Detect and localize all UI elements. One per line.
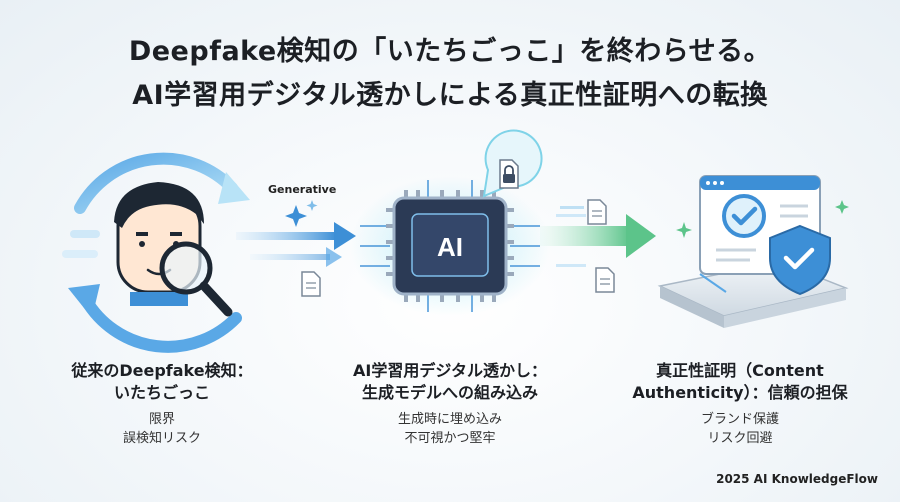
column-2-title: AI学習用デジタル透かし： 生成モデルへの組み込み: [300, 360, 600, 404]
cycle-arrow-bottom: [80, 294, 242, 353]
column-1-sub-line-2: 誤検知リスク: [122, 431, 201, 446]
column-3-sub-line-2: リスク回避: [707, 431, 773, 446]
document-icon-small-1: [301, 271, 321, 297]
column-1-subtitle: 限界 誤検知リスク: [12, 410, 312, 448]
generative-label: Generative: [268, 183, 337, 196]
cycle-face-group: [62, 152, 250, 353]
check-circle-icon: [722, 194, 766, 238]
column-1-title-line-2: いたちごっこ: [113, 383, 210, 402]
sparkle-icon-right: [676, 200, 849, 238]
lock-document-icon: [482, 129, 543, 198]
title-line-1: Deepfake検知の「いたちごっこ」を終わらせる。: [128, 36, 772, 67]
ai-chip-group: AI: [350, 176, 550, 316]
column-2-sub-line-1: 生成時に埋め込み: [397, 412, 502, 427]
footer-credit: 2025 AI KnowledgeFlow: [716, 472, 878, 486]
arrow-left-to-chip: [236, 222, 356, 267]
certified-document-group: [657, 175, 849, 328]
column-3-title-line-1: 真正性証明（Content: [656, 361, 824, 380]
column-3-title-line-2: Authenticity）：信頼の担保: [632, 383, 848, 402]
arrow-chip-to-cert: [540, 206, 656, 267]
column-1-title-line-1: 従来のDeepfake検知：: [71, 361, 253, 380]
document-icon-small-3: [595, 267, 615, 293]
magnifier-icon: [159, 241, 233, 317]
column-3-title: 真正性証明（Content Authenticity）：信頼の担保: [590, 360, 890, 404]
title-line-2: AI学習用デジタル透かしによる真正性証明への転換: [132, 80, 768, 111]
column-2-title-line-1: AI学習用デジタル透かし：: [352, 361, 548, 380]
cycle-arrow-top: [74, 152, 238, 214]
column-3-subtitle: ブランド保護 リスク回避: [590, 410, 890, 448]
document-icon-small-2: [587, 199, 607, 225]
column-1-title: 従来のDeepfake検知： いたちごっこ: [12, 360, 312, 404]
column-2-title-line-2: 生成モデルへの組み込み: [361, 383, 538, 402]
sparkle-icon: [285, 200, 318, 227]
column-3-sub-line-1: ブランド保護: [700, 412, 779, 427]
column-1-sub-line-1: 限界: [148, 412, 175, 427]
chip-label: AI: [437, 232, 463, 262]
shield-check-icon: [769, 224, 831, 296]
column-2-sub-line-2: 不可視かつ堅牢: [404, 431, 496, 446]
page-title: Deepfake検知の「いたちごっこ」を終わらせる。 AI学習用デジタル透かしに…: [0, 30, 900, 118]
column-2-subtitle: 生成時に埋め込み 不可視かつ堅牢: [300, 410, 600, 448]
